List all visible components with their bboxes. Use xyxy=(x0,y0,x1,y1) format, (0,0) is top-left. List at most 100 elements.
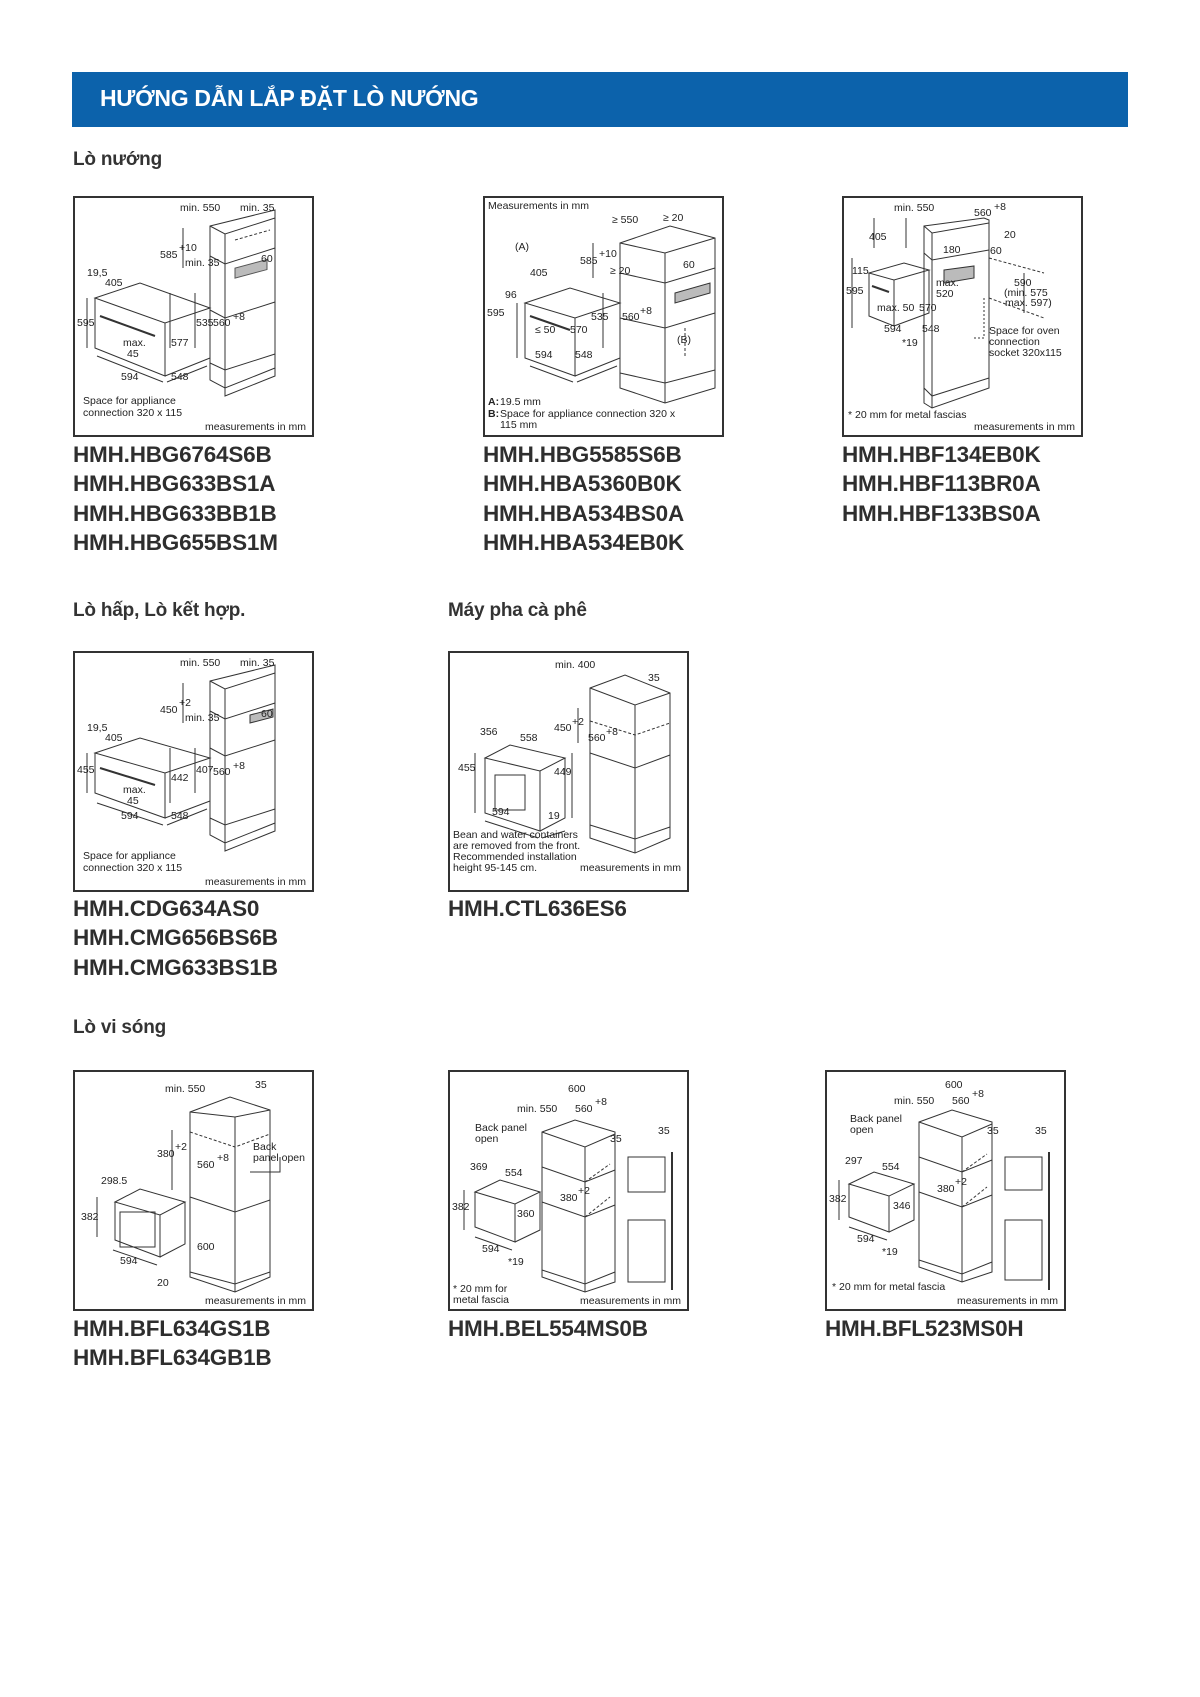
svg-text:19,5: 19,5 xyxy=(87,722,108,734)
svg-text:35: 35 xyxy=(610,1133,622,1145)
svg-text:*19: *19 xyxy=(882,1246,898,1258)
svg-text:590: 590 xyxy=(1014,277,1032,289)
diagram-steam-oven: min. 550 min. 35 450 +2 min. 35 60 19,5 … xyxy=(73,651,314,892)
oven-installation-drawing: min. 550 560 +8 20 180 60 405 115 595 ma… xyxy=(846,201,1075,433)
svg-text:405: 405 xyxy=(530,267,548,279)
svg-text:380: 380 xyxy=(157,1148,175,1160)
svg-text:380: 380 xyxy=(937,1183,955,1195)
diagram-coffee-machine: min. 400 35 356 558 450 +2 560 +8 455 44… xyxy=(448,651,689,892)
svg-text:min. 550: min. 550 xyxy=(180,202,220,214)
diagram-microwave-1: min. 550 35 380 +2 560 +8 Back panel ope… xyxy=(73,1070,314,1311)
model-list-oven-3: HMH.HBF134EB0K HMH.HBF113BR0A HMH.HBF133… xyxy=(842,440,1041,528)
svg-text:60: 60 xyxy=(261,708,273,720)
svg-text:Back: Back xyxy=(253,1141,277,1153)
svg-text:535: 535 xyxy=(591,311,609,323)
diagram-oven-2: Measurements in mm ≥ 550 ≥ 20 585 +10 ≥ … xyxy=(483,196,724,437)
svg-text:min. 35: min. 35 xyxy=(240,657,275,669)
svg-text:450: 450 xyxy=(160,704,178,716)
model-number: HMH.HBF134EB0K xyxy=(842,442,1041,467)
model-list-oven-1: HMH.HBG6764S6B HMH.HBG633BS1A HMH.HBG633… xyxy=(73,440,278,557)
svg-text:356: 356 xyxy=(480,726,498,738)
model-number: HMH.HBG6764S6B xyxy=(73,442,272,467)
svg-text:382: 382 xyxy=(81,1211,99,1223)
svg-text:Back panel: Back panel xyxy=(850,1113,902,1125)
svg-text:19.5 mm: 19.5 mm xyxy=(500,396,541,408)
svg-text:60: 60 xyxy=(990,245,1002,257)
svg-text:45: 45 xyxy=(127,348,139,360)
svg-text:+2: +2 xyxy=(179,697,191,709)
svg-text:≥ 20: ≥ 20 xyxy=(610,265,631,277)
svg-text:595: 595 xyxy=(487,307,505,319)
model-number: HMH.BFL634GB1B xyxy=(73,1345,272,1371)
svg-text:≤ 50: ≤ 50 xyxy=(535,324,556,336)
svg-text:449: 449 xyxy=(554,766,572,778)
model-number: HMH.HBG633BB1B xyxy=(73,500,277,526)
svg-text:+10: +10 xyxy=(599,248,617,260)
svg-text:A:: A: xyxy=(488,396,499,408)
svg-text:96: 96 xyxy=(505,289,517,301)
svg-text:35: 35 xyxy=(1035,1125,1047,1137)
model-number: HMH.HBG5585S6B xyxy=(483,442,682,467)
page-title: HƯỚNG DẪN LẮP ĐẶT LÒ NƯỚNG xyxy=(100,85,479,111)
svg-text:are removed from the front.: are removed from the front. xyxy=(453,840,580,852)
svg-text:115: 115 xyxy=(852,265,869,277)
svg-text:20: 20 xyxy=(157,1277,169,1289)
svg-text:min. 550: min. 550 xyxy=(894,202,934,214)
svg-text:max.: max. xyxy=(123,337,146,349)
svg-text:180: 180 xyxy=(943,244,961,256)
svg-text:max. 597): max. 597) xyxy=(1005,297,1052,309)
svg-text:594: 594 xyxy=(121,810,139,822)
svg-text:35: 35 xyxy=(255,1079,267,1091)
svg-text:+8: +8 xyxy=(217,1152,229,1164)
svg-text:Space for oven: Space for oven xyxy=(989,325,1060,337)
svg-text:height 95-145 cm.: height 95-145 cm. xyxy=(453,862,537,874)
svg-text:19,5: 19,5 xyxy=(87,267,108,279)
model-number: HMH.HBG633BS1A xyxy=(73,471,276,497)
svg-text:B:: B: xyxy=(488,408,499,420)
microwave-installation-drawing: 600 min. 550 560 +8 35 35 Back panel ope… xyxy=(829,1079,1058,1307)
svg-text:(min. 575: (min. 575 xyxy=(1004,287,1048,299)
svg-text:382: 382 xyxy=(452,1201,470,1213)
svg-text:560: 560 xyxy=(575,1103,593,1115)
svg-text:+8: +8 xyxy=(606,726,618,738)
model-number: HMH.BFL634GS1B xyxy=(73,1316,271,1341)
page-header-band: HƯỚNG DẪN LẮP ĐẶT LÒ NƯỚNG xyxy=(72,72,1128,127)
svg-text:19: 19 xyxy=(548,810,560,822)
svg-text:594: 594 xyxy=(535,349,553,361)
svg-text:520: 520 xyxy=(936,288,954,300)
model-number: HMH.CMG656BS6B xyxy=(73,925,278,951)
coffee-machine-installation-drawing: min. 400 35 356 558 450 +2 560 +8 455 44… xyxy=(453,659,681,874)
svg-text:socket 320x115: socket 320x115 xyxy=(989,347,1062,359)
svg-text:548: 548 xyxy=(575,349,593,361)
diagram-oven-1: min. 550 min. 35 585 +10 min. 35 60 19,5… xyxy=(73,196,314,437)
svg-text:548: 548 xyxy=(171,371,189,383)
svg-text:+8: +8 xyxy=(595,1096,607,1108)
svg-text:Space for appliance: Space for appliance xyxy=(83,850,176,862)
svg-text:min. 550: min. 550 xyxy=(517,1103,557,1115)
svg-text:560: 560 xyxy=(588,732,606,744)
svg-text:585: 585 xyxy=(160,249,178,261)
svg-text:open: open xyxy=(475,1133,499,1145)
svg-text:Measurements in mm: Measurements in mm xyxy=(488,200,589,212)
section-title-coffee: Máy pha cà phê xyxy=(448,600,587,621)
svg-text:+8: +8 xyxy=(972,1088,984,1100)
model-number: HMH.CDG634AS0 xyxy=(73,896,260,921)
svg-text:382: 382 xyxy=(829,1193,847,1205)
svg-text:600: 600 xyxy=(945,1079,963,1091)
svg-text:connection: connection xyxy=(989,336,1040,348)
svg-text:407: 407 xyxy=(196,764,214,776)
svg-text:Recommended installation: Recommended installation xyxy=(453,851,577,863)
svg-text:405: 405 xyxy=(105,277,123,289)
model-number: HMH.HBA534EB0K xyxy=(483,529,684,555)
model-list-microwave-2: HMH.BEL554MS0B xyxy=(448,1314,648,1343)
svg-text:panel open: panel open xyxy=(253,1152,305,1164)
svg-text:380: 380 xyxy=(560,1192,578,1204)
model-number: HMH.CTL636ES6 xyxy=(448,896,627,921)
svg-text:577: 577 xyxy=(171,337,189,349)
svg-text:(A): (A) xyxy=(515,241,529,253)
svg-text:450: 450 xyxy=(554,722,572,734)
svg-text:560: 560 xyxy=(197,1159,215,1171)
svg-text:min. 550: min. 550 xyxy=(165,1083,205,1095)
model-list-coffee: HMH.CTL636ES6 xyxy=(448,894,627,923)
svg-text:+8: +8 xyxy=(994,201,1006,213)
